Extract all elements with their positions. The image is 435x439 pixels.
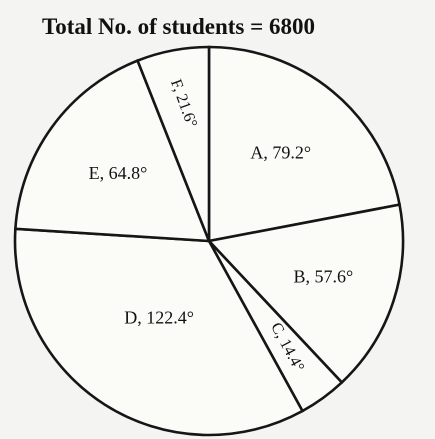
pie-slice-a xyxy=(207,45,402,243)
pie-slice-e xyxy=(14,58,211,243)
slice-label-e: E, 64.8° xyxy=(89,163,148,183)
pie-slice-b xyxy=(206,203,405,385)
pie-slice-d xyxy=(13,227,305,437)
pie-slices xyxy=(13,45,405,437)
slice-label-d: D, 122.4° xyxy=(124,308,194,328)
slice-label-b: B, 57.6° xyxy=(294,266,354,286)
pie-slice-f xyxy=(135,45,211,242)
slice-label-a: A, 79.2° xyxy=(250,142,311,162)
chart-title: Total No. of students = 6800 xyxy=(42,14,315,39)
